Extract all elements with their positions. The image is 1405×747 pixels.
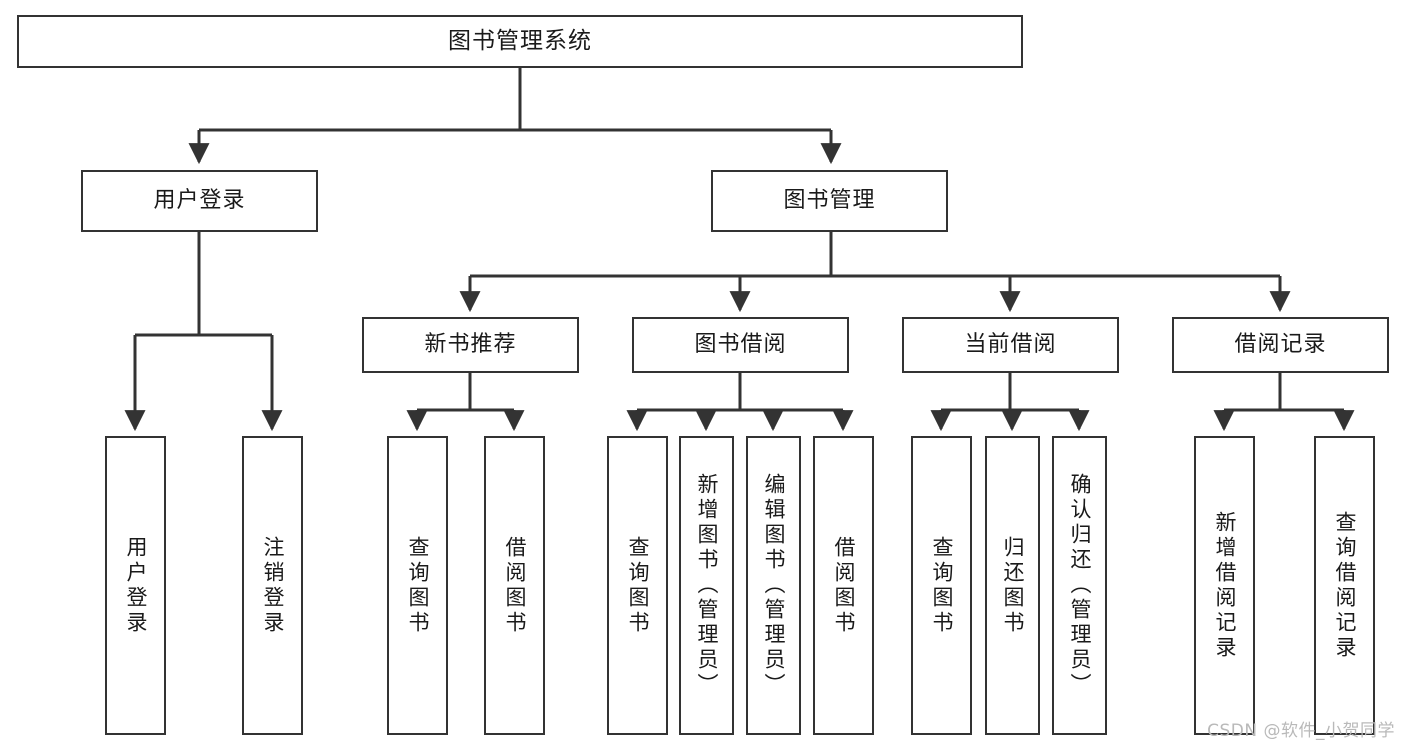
node-label: 查询图书 (626, 535, 650, 636)
node-leaf-return-book[interactable]: 归还图书 (985, 436, 1040, 735)
node-leaf-query-borrow-record[interactable]: 查询借阅记录 (1314, 436, 1375, 735)
node-leaf-edit-book-admin[interactable]: 编辑图书（管理员） (746, 436, 801, 735)
node-label: 用户登录 (153, 187, 246, 213)
node-leaf-query-book-borrow[interactable]: 查询图书 (607, 436, 668, 735)
node-leaf-add-borrow-record[interactable]: 新增借阅记录 (1194, 436, 1255, 735)
node-level3-borrow-record[interactable]: 借阅记录 (1172, 317, 1389, 373)
node-leaf-logout[interactable]: 注销登录 (242, 436, 303, 735)
node-root[interactable]: 图书管理系统 (17, 15, 1023, 68)
node-leaf-add-book-admin[interactable]: 新增图书（管理员） (679, 436, 734, 735)
node-label: 新增图书（管理员） (695, 473, 719, 698)
node-leaf-query-book-current[interactable]: 查询图书 (911, 436, 972, 735)
node-leaf-borrow-book-recommend[interactable]: 借阅图书 (484, 436, 545, 735)
node-level3-new-book-recommend[interactable]: 新书推荐 (362, 317, 579, 373)
node-leaf-borrow-book[interactable]: 借阅图书 (813, 436, 874, 735)
node-label: 确认归还（管理员） (1068, 473, 1092, 698)
node-label: 借阅图书 (503, 535, 527, 636)
watermark: CSDN @软件_小贺同学 (1207, 721, 1395, 741)
node-level2-book-management[interactable]: 图书管理 (711, 170, 948, 232)
node-label: 编辑图书（管理员） (762, 473, 786, 698)
node-label: 注销登录 (261, 535, 285, 636)
node-leaf-user-login[interactable]: 用户登录 (105, 436, 166, 735)
node-level2-user-login[interactable]: 用户登录 (81, 170, 318, 232)
node-label: 图书管理 (783, 187, 876, 213)
node-label: 查询图书 (406, 535, 430, 636)
node-label: 当前借阅 (964, 331, 1057, 357)
node-level3-book-borrow[interactable]: 图书借阅 (632, 317, 849, 373)
node-leaf-query-book-recommend[interactable]: 查询图书 (387, 436, 448, 735)
node-label: 新增借阅记录 (1213, 510, 1237, 661)
node-label: 借阅记录 (1234, 331, 1327, 357)
node-level3-current-borrow[interactable]: 当前借阅 (902, 317, 1119, 373)
node-label: 新书推荐 (424, 331, 517, 357)
node-label: 图书管理系统 (448, 27, 592, 54)
node-label: 图书借阅 (694, 331, 787, 357)
node-label: 用户登录 (124, 535, 148, 636)
node-label: 借阅图书 (832, 535, 856, 636)
node-label: 查询图书 (930, 535, 954, 636)
node-label: 归还图书 (1001, 535, 1025, 636)
node-label: 查询借阅记录 (1333, 510, 1357, 661)
node-leaf-confirm-return-admin[interactable]: 确认归还（管理员） (1052, 436, 1107, 735)
